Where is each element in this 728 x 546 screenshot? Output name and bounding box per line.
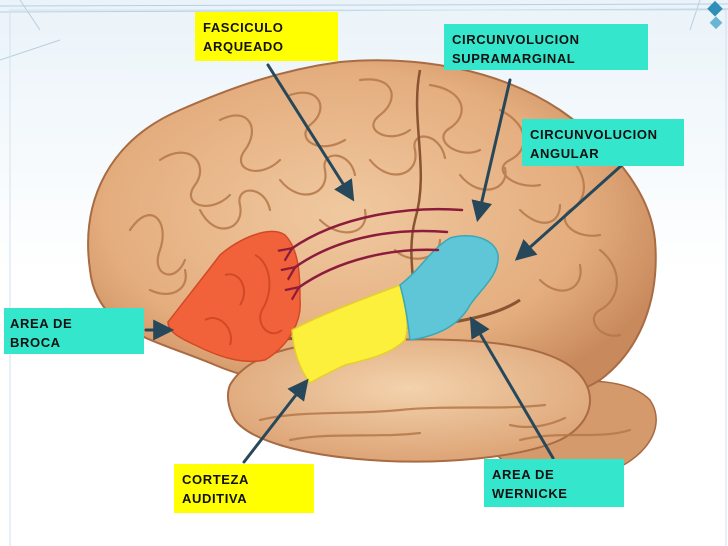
label-line: AUDITIVA bbox=[182, 491, 248, 506]
label-fasciculo-arqueado: FASCICULO ARQUEADO bbox=[195, 12, 338, 61]
auditory-cortex bbox=[291, 284, 408, 384]
label-circunvolucion-angular: CIRCUNVOLUCION ANGULAR bbox=[522, 119, 684, 166]
label-line: SUPRAMARGINAL bbox=[452, 51, 576, 66]
label-line: ANGULAR bbox=[530, 146, 600, 161]
label-line: FASCICULO bbox=[203, 20, 284, 35]
label-line: CIRCUNVOLUCION bbox=[452, 32, 580, 47]
label-area-wernicke: AREA DE WERNICKE bbox=[484, 459, 624, 507]
wernicke-area bbox=[399, 234, 499, 341]
arrow-angular bbox=[514, 163, 624, 261]
label-line: WERNICKE bbox=[492, 486, 568, 501]
arrow-fasciculo bbox=[266, 63, 355, 202]
arrow-wernicke bbox=[469, 316, 555, 460]
arcuate-fasciculus-lines bbox=[291, 207, 464, 288]
label-line: AREA DE bbox=[492, 467, 555, 482]
label-corteza-auditiva: CORTEZA AUDITIVA bbox=[174, 464, 314, 513]
label-line: CIRCUNVOLUCION bbox=[530, 127, 658, 142]
label-line: ARQUEADO bbox=[203, 39, 284, 54]
label-circunvolucion-supramarginal: CIRCUNVOLUCION SUPRAMARGINAL bbox=[444, 24, 648, 70]
label-line: BROCA bbox=[10, 335, 61, 350]
arrow-supramarginal bbox=[471, 78, 512, 223]
pointer-arrows bbox=[144, 63, 624, 464]
label-line: AREA DE bbox=[10, 316, 73, 331]
label-area-broca: AREA DE BROCA bbox=[4, 308, 144, 354]
arrow-corteza bbox=[242, 378, 309, 464]
label-line: CORTEZA bbox=[182, 472, 250, 487]
